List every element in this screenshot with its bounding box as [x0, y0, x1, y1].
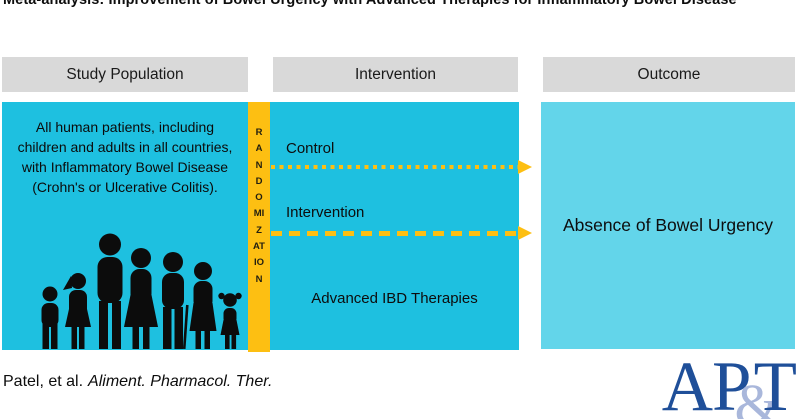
advanced-therapies-label: Advanced IBD Therapies [311, 290, 478, 307]
person-woman [124, 248, 158, 349]
randomization-label: RANDOMIZATION [253, 127, 265, 285]
person-older-woman [189, 262, 217, 349]
intervention-arm-label: Intervention [286, 204, 365, 221]
figure-title: Meta-analysis: Improvement of Bowel Urge… [3, 0, 737, 8]
family-silhouettes-icon [41, 233, 242, 350]
randomization-bar: RANDOMIZATION [248, 102, 270, 352]
intervention-dashed-arrow [271, 231, 519, 236]
logo-ampersand: & [734, 372, 780, 419]
citation: Patel, et al.Aliment. Pharmacol. Ther. [3, 373, 272, 391]
header-intervention: Intervention [273, 57, 518, 92]
control-arrowhead-icon [518, 160, 532, 174]
logo-ap-text: AP [661, 348, 752, 419]
person-older-man [162, 252, 189, 350]
control-arm-label: Control [286, 140, 335, 157]
citation-authors: Patel, et al. [3, 373, 84, 390]
person-man [97, 233, 123, 349]
person-boy [41, 286, 59, 349]
person-little-girl [218, 292, 242, 349]
outcome-result-label: Absence of Bowel Urgency [562, 215, 774, 235]
header-study-population: Study Population [2, 57, 248, 92]
logo-t-text: T [753, 348, 797, 419]
outcome-box: Absence of Bowel Urgency [541, 102, 795, 349]
intervention-arrowhead-icon [518, 226, 532, 240]
control-dotted-arrow [271, 165, 519, 169]
journal-logo: AP&T [662, 352, 797, 419]
person-girl [63, 273, 91, 349]
header-outcome: Outcome [543, 57, 795, 92]
study-population-description: All human patients, including children a… [17, 119, 233, 195]
intervention-box [270, 102, 519, 350]
citation-journal: Aliment. Pharmacol. Ther. [88, 373, 273, 390]
